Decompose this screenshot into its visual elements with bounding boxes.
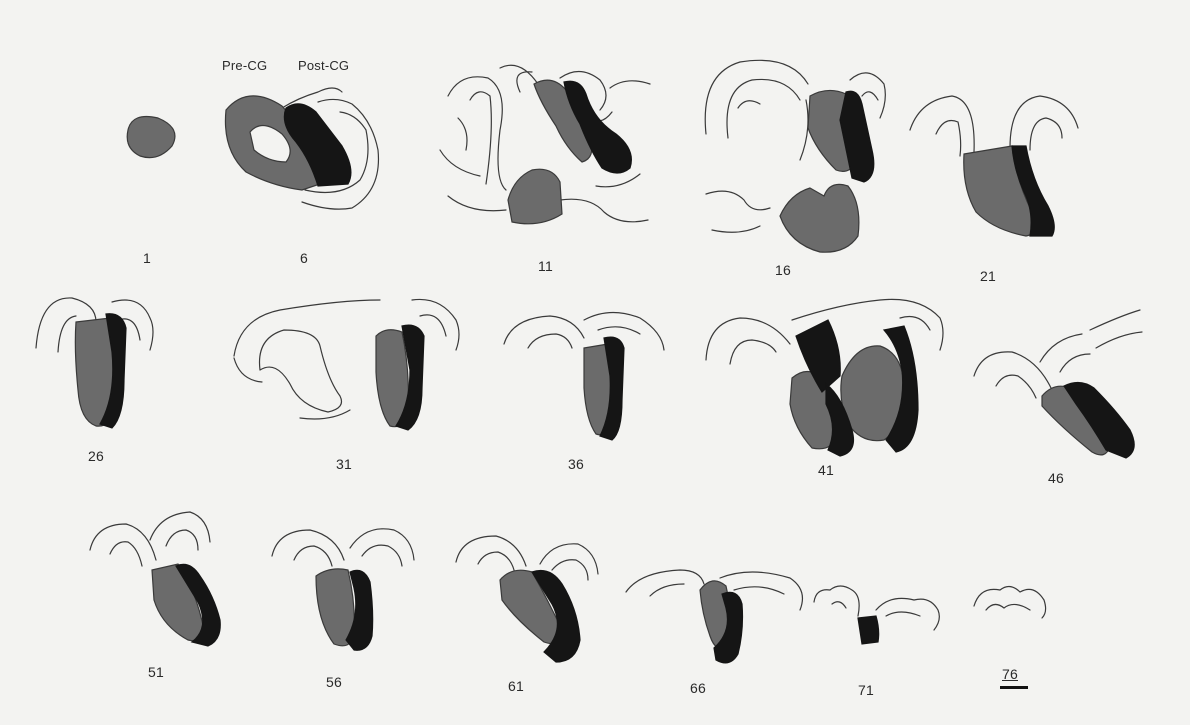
cortex-outline: [910, 96, 1078, 156]
section-36-drawing: [504, 312, 664, 440]
cortex-outline: [974, 310, 1142, 398]
section-51-drawing: [90, 512, 220, 646]
section-number: 71: [858, 682, 874, 698]
section-6-drawing: [225, 88, 378, 209]
section-26-drawing: [36, 298, 153, 428]
section-number: 6: [300, 250, 308, 266]
pre-cg-header: Pre-CG: [222, 58, 267, 73]
section-number: 41: [818, 462, 834, 478]
section-number: 51: [148, 664, 164, 680]
section-66-drawing: [626, 570, 802, 663]
section-number: 1: [143, 250, 151, 266]
section-number: 66: [690, 680, 706, 696]
section-16-drawing: [705, 60, 885, 252]
section-number: 21: [980, 268, 996, 284]
post-cg-region: [858, 616, 879, 644]
section-31-drawing: [234, 299, 459, 430]
cortex-outline: [974, 586, 1046, 618]
section-number: 61: [508, 678, 524, 694]
cortex-outline: [234, 299, 459, 419]
section-46-drawing: [974, 310, 1142, 458]
section-number: 31: [336, 456, 352, 472]
section-number: 46: [1048, 470, 1064, 486]
section-61-drawing: [456, 536, 598, 662]
scale-bar: [1000, 686, 1028, 689]
cortex-outline: [90, 512, 210, 566]
pre-cg-region: [127, 117, 175, 158]
section-number: 11: [538, 258, 553, 274]
section-11-drawing: [440, 65, 650, 224]
section-number: 26: [88, 448, 104, 464]
section-56-drawing: [272, 529, 414, 650]
section-1-drawing: [127, 117, 175, 158]
cortex-outline: [504, 312, 664, 350]
section-number: 16: [775, 262, 791, 278]
post-cg-header: Post-CG: [298, 58, 349, 73]
section-41-drawing: [706, 299, 943, 456]
section-number: 56: [326, 674, 342, 690]
section-76-drawing: [974, 586, 1046, 618]
cortex-outline: [272, 529, 414, 566]
section-number: 76: [1002, 666, 1018, 682]
section-number: 36: [568, 456, 584, 472]
section-21-drawing: [910, 96, 1078, 236]
section-71-drawing: [814, 586, 939, 644]
